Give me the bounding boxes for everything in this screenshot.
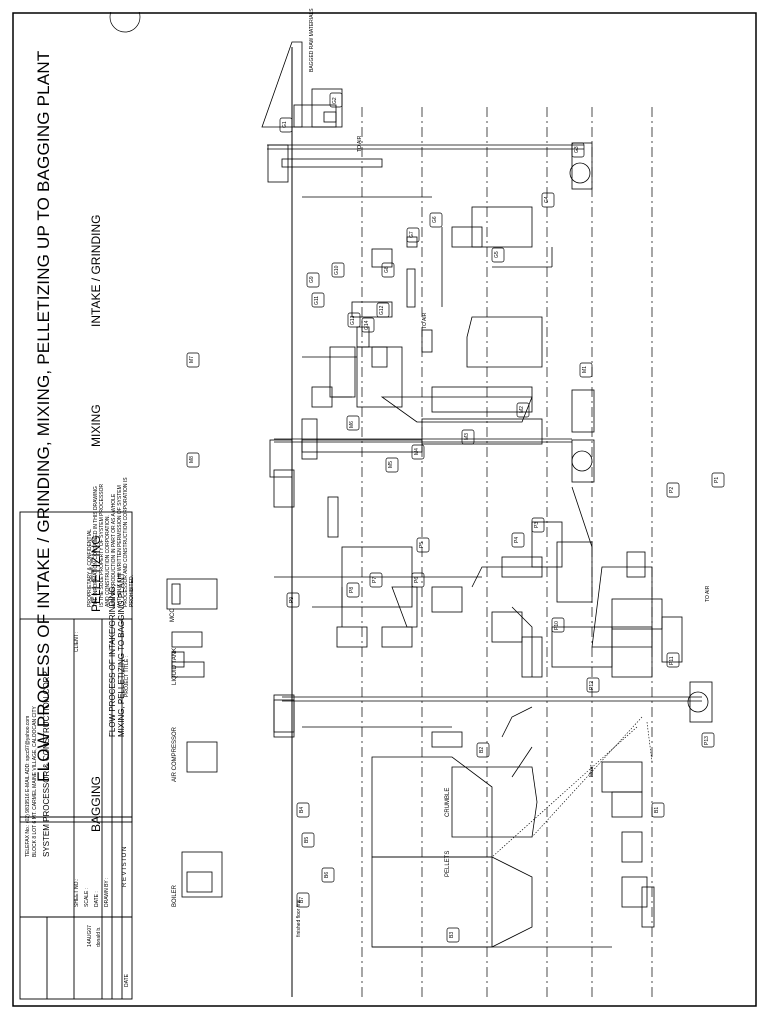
tag-p7: P7 (372, 576, 378, 583)
revision-label: R E V I S I O N (122, 846, 128, 887)
drawn-by-value: donald b. (96, 926, 102, 947)
tag-p10: P10 (554, 621, 560, 630)
tag-g13: G13 (350, 315, 356, 325)
tag-p11: P11 (669, 656, 675, 665)
title-block-frame (19, 511, 133, 1000)
label-boxes (186, 92, 725, 943)
section-bagging: BAGGING (89, 775, 103, 832)
tag-b6: B6 (324, 871, 330, 878)
bagging-equipment (273, 606, 655, 948)
tag-g4: G4 (544, 196, 550, 203)
tag-g5: G5 (494, 251, 500, 258)
to-air-note-2: TO AIR (422, 312, 428, 329)
section-mixing: MIXING (89, 404, 103, 447)
tag-p1: P1 (714, 476, 720, 483)
tag-g6: G6 (432, 216, 438, 223)
finished-floor-note: finished floor line (296, 899, 302, 937)
tag-g14: G14 (364, 320, 370, 330)
tag-p5: P5 (419, 541, 425, 548)
tag-b7: B7 (299, 896, 305, 903)
boiler-label: BOILER (172, 884, 178, 907)
tag-g8: G8 (384, 266, 390, 273)
mcc-label: MCC (170, 608, 176, 622)
tag-p4: P4 (514, 536, 520, 543)
tag-g7: G7 (409, 231, 415, 238)
tag-b3: B3 (449, 931, 455, 938)
company-address: BLOCK 8 LOT 6 MT. CARMEL MAINE VILLAGE, … (32, 706, 38, 857)
landscape-drawing: FLOW PROCESS OF INTAKE / GRINDING, MIXIN… (12, 8, 757, 1007)
tag-g9: G9 (309, 276, 315, 283)
utilities-symbols (166, 578, 223, 898)
scale-label: SCALE : (84, 887, 90, 907)
to-air-note-3: TO AIR (705, 585, 711, 602)
sheet-no-label: SHEET NO.: (74, 878, 80, 907)
tag-p12: P12 (589, 681, 595, 690)
tag-m1: M1 (582, 366, 588, 373)
tag-p3: P3 (534, 521, 540, 528)
tag-p2: P2 (669, 486, 675, 493)
to-air-note-1: TO AIR (357, 135, 363, 152)
tag-g3: G3 (574, 146, 580, 153)
company-contact: TELEFAX No.: (02) 9819516 E-MAIL ADD: sp… (25, 715, 31, 857)
mixer-note: Mixer (589, 764, 595, 777)
air-compressor-label: AIR COMPRESSOR (172, 726, 178, 782)
tag-m7: M7 (189, 356, 195, 363)
liquid-tank-label: LIQUID TANK (172, 647, 178, 685)
tag-b2: B2 (479, 746, 485, 753)
tag-b5: B5 (304, 836, 310, 843)
tag-m2: M2 (519, 406, 525, 413)
tag-g1: G1 (282, 121, 288, 128)
tag-g2: G2 (332, 97, 338, 104)
pelletizing-equipment (273, 469, 713, 733)
revision-date-label: DATE (124, 974, 130, 987)
tag-b4: B4 (299, 806, 305, 813)
tag-b1: B1 (654, 806, 660, 813)
drawing-svg (12, 12, 757, 1007)
tag-m6: M6 (349, 421, 355, 428)
drawing-border (12, 12, 757, 1007)
tag-m5: M5 (388, 461, 394, 468)
date-label: DATE : (94, 891, 100, 907)
raw-materials-note: BAGGED RAW MATERIALS (309, 8, 315, 72)
bin-pellets-label: PELLETS (445, 850, 451, 877)
drawn-by-label: DRAWN BY : (104, 877, 110, 907)
tag-m8: M8 (189, 456, 195, 463)
project-title: FLOW PROCESS OF INTAKE/GRINDING, MIXING,… (108, 572, 126, 737)
corner-circle (109, 12, 141, 33)
dotted-trajectories (491, 716, 653, 858)
bin-crumble-label: CRUMBLE (445, 787, 451, 817)
intake-equipment (261, 41, 595, 483)
tag-g10: G10 (334, 265, 340, 275)
floor-level-lines (361, 107, 653, 997)
date-value: 14AUG07 (87, 925, 93, 947)
tag-p9: P9 (289, 596, 295, 603)
tag-p8: P8 (349, 586, 355, 593)
tag-g11: G11 (314, 295, 320, 305)
mixing-equipment (301, 316, 595, 628)
tag-m4: M4 (414, 448, 420, 455)
tag-p6: P6 (414, 576, 420, 583)
section-intake-grinding: INTAKE / GRINDING (89, 214, 103, 327)
tag-p13: P13 (704, 736, 710, 745)
company-name: SYSTEM PROCESSOR & CONSTRUCTION CORP. (42, 670, 51, 857)
tag-g12: G12 (379, 305, 385, 315)
client-label: CLIENT : (74, 631, 80, 652)
tag-m3: M3 (464, 433, 470, 440)
